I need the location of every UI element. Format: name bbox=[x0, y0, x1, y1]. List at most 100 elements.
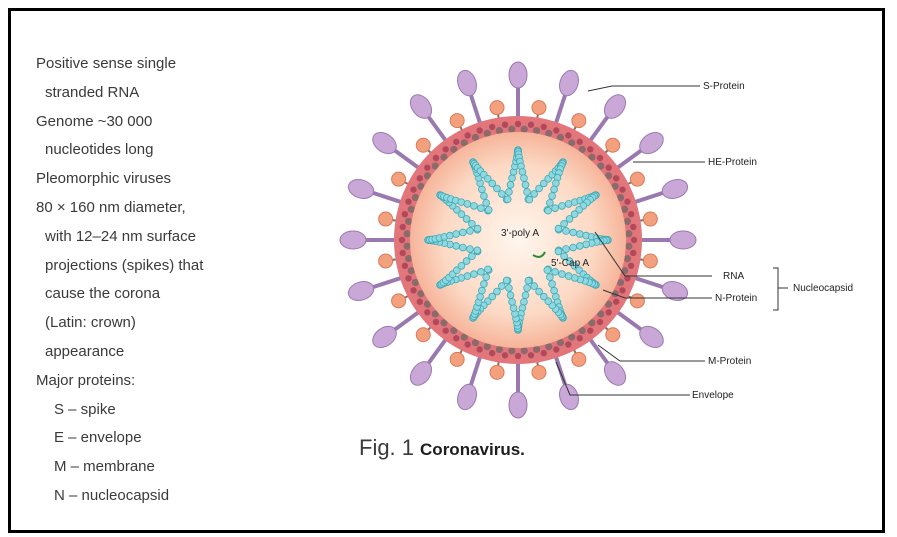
he-protein-knob bbox=[532, 365, 546, 379]
envelope-lipid bbox=[417, 175, 423, 181]
rna-bead bbox=[507, 292, 514, 299]
rna-bead bbox=[571, 274, 578, 281]
rna-bead bbox=[509, 298, 516, 305]
m-protein-dot bbox=[404, 230, 411, 237]
s-protein-stalk bbox=[615, 151, 641, 170]
rna-bead bbox=[566, 216, 573, 223]
rna-bead bbox=[519, 168, 526, 175]
m-protein-dot bbox=[624, 255, 631, 262]
s-protein-spike bbox=[556, 382, 581, 412]
envelope-lipid bbox=[605, 309, 611, 315]
envelope-lipid bbox=[424, 309, 430, 315]
envelope-lipid bbox=[541, 350, 547, 356]
envelope-lipid bbox=[402, 263, 408, 269]
m-protein-dot bbox=[521, 347, 528, 354]
envelope-lipid bbox=[528, 122, 534, 128]
s-protein-stalk bbox=[395, 151, 421, 170]
rna-bead bbox=[453, 231, 460, 238]
rna-bead bbox=[570, 229, 577, 236]
s-protein-stalk bbox=[471, 354, 481, 384]
m-protein-dot bbox=[625, 243, 632, 250]
rna-bead bbox=[498, 190, 505, 197]
envelope-lipid bbox=[541, 124, 547, 130]
rna-bead bbox=[565, 273, 572, 280]
envelope-lipid bbox=[577, 139, 583, 145]
envelope-lipid bbox=[453, 335, 459, 341]
rna-bead bbox=[524, 285, 531, 292]
envelope-lipid bbox=[410, 287, 416, 293]
m-protein-dot bbox=[405, 218, 412, 225]
rna-bead bbox=[453, 243, 460, 250]
he-protein-knob bbox=[643, 254, 657, 268]
he-protein-knob bbox=[606, 138, 620, 152]
envelope-lipid bbox=[587, 146, 593, 152]
envelope-lipid bbox=[476, 127, 482, 133]
m-protein-dot bbox=[404, 243, 411, 250]
rna-bead bbox=[506, 285, 513, 292]
s-protein-stalk bbox=[429, 337, 448, 363]
envelope-lipid bbox=[442, 327, 448, 333]
envelope-lipid bbox=[405, 275, 411, 281]
rna-bead bbox=[552, 205, 559, 212]
rna-bead bbox=[477, 293, 484, 300]
envelope-lipid bbox=[553, 127, 559, 133]
envelope-lipid bbox=[565, 132, 571, 138]
s-protein-spike bbox=[670, 231, 696, 249]
m-protein-dot bbox=[521, 126, 528, 133]
rna-bead bbox=[552, 268, 559, 275]
envelope-lipid bbox=[628, 211, 634, 217]
rna-bead bbox=[458, 199, 465, 206]
rna-bead bbox=[583, 241, 590, 248]
rna-bead bbox=[524, 189, 531, 196]
rna-bead bbox=[525, 277, 532, 284]
envelope-lipid bbox=[400, 250, 406, 256]
rna-bead bbox=[481, 281, 488, 288]
s-protein-stalk bbox=[373, 193, 403, 203]
envelope-lipid bbox=[464, 132, 470, 138]
envelope-lipid bbox=[400, 224, 406, 230]
envelope-lipid bbox=[502, 122, 508, 128]
s-protein-stalk bbox=[429, 117, 448, 143]
he-protein-knob bbox=[490, 101, 504, 115]
rna-bead bbox=[559, 203, 566, 210]
rna-bead bbox=[570, 244, 577, 251]
rna-bead bbox=[478, 205, 485, 212]
caption-title: Coronavirus. bbox=[420, 440, 525, 459]
rna-bead bbox=[479, 186, 486, 193]
rna-bead bbox=[485, 266, 492, 273]
m-protein-dot bbox=[496, 346, 503, 353]
rna-bead bbox=[446, 232, 453, 239]
envelope-lipid bbox=[553, 346, 559, 352]
rna-bead bbox=[464, 273, 471, 280]
rna-bead bbox=[483, 274, 490, 281]
rna-bead bbox=[474, 247, 481, 254]
rna-bead bbox=[485, 207, 492, 214]
m-protein-dot bbox=[533, 346, 540, 353]
rna-bead bbox=[536, 288, 543, 295]
rna-bead bbox=[546, 274, 553, 281]
envelope-lipid bbox=[399, 237, 405, 243]
he-protein-knob bbox=[450, 114, 464, 128]
envelope-lipid bbox=[630, 224, 636, 230]
m-protein-dot bbox=[508, 126, 515, 133]
he-protein-knob bbox=[392, 294, 406, 308]
rna-bead bbox=[531, 190, 538, 197]
rna-bead bbox=[459, 244, 466, 251]
rna-bead bbox=[576, 231, 583, 238]
label-n-protein: N-Protein bbox=[715, 293, 757, 304]
label-envelope: Envelope bbox=[692, 390, 734, 401]
he-protein-knob bbox=[416, 328, 430, 342]
leader-s-protein bbox=[588, 86, 700, 91]
nucleocapsid-bracket bbox=[773, 268, 778, 310]
he-protein-knob bbox=[416, 138, 430, 152]
rna-bead bbox=[478, 268, 485, 275]
s-protein-spike bbox=[509, 62, 527, 88]
rna-bead bbox=[549, 281, 556, 288]
rna-bead bbox=[546, 200, 553, 207]
he-protein-knob bbox=[392, 172, 406, 186]
m-protein-dot bbox=[625, 230, 632, 237]
he-protein-knob bbox=[572, 114, 586, 128]
rna-bead bbox=[463, 258, 470, 265]
rna-bead bbox=[565, 201, 572, 208]
envelope-lipid bbox=[476, 346, 482, 352]
